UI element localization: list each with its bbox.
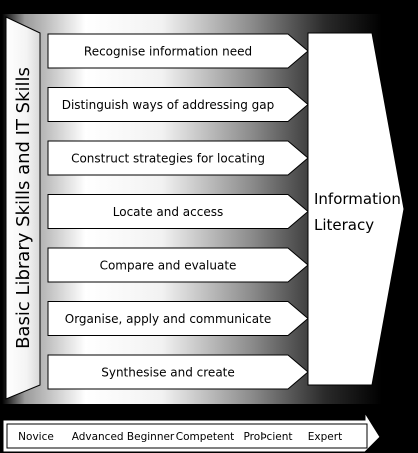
skills-pillar: Basic Library Skills and IT Skills [5,16,41,400]
pillar-shape [5,16,41,400]
pillar-step-shape [47,247,309,283]
scale-box [6,423,368,449]
result-chevron [307,32,405,386]
pillar-step: Distinguish ways of addressing gap [47,87,309,122]
pillar-step-shape [47,194,309,229]
pillar-step-label: Compare and evaluate [100,259,237,273]
pillar-step-label: Construct strategies for locating [71,152,265,166]
pillar-step-label: Recognise information need [84,45,252,59]
pillar-step-shape [47,140,309,176]
pillar-step: Construct strategies for locating [47,140,309,176]
result-label-line-1: Information [314,190,401,208]
pillar-step: Compare and evaluate [47,247,309,283]
scale-level-label: Advanced Beginner [72,431,175,443]
pillar-step: Locate and access [47,194,309,229]
pillar-step-shape [47,33,309,69]
pillar-step-label: Distinguish ways of addressing gap [62,98,275,112]
scale-level-label: ProÞcient [244,431,293,443]
pillar-step-label: Locate and access [113,205,224,219]
pillar-step: Recognise information need [47,33,309,69]
pillar-label: Basic Library Skills and IT Skills [13,67,34,349]
pillar-step-shape [47,87,309,122]
pillar-step: Synthesise and create [47,354,309,390]
pillar-step-shape [47,354,309,390]
scale-level-label: Competent [176,431,234,443]
pillar-step-label: Synthesise and create [101,366,235,380]
pillar-step: Organise, apply and communicate [47,301,309,336]
scale-level-label: Expert [308,431,342,443]
information-literacy-block: Information Literacy [307,32,405,386]
pillar-step-shape [47,301,309,336]
result-label-line-2: Literacy [314,216,374,234]
pillar-step-label: Organise, apply and communicate [65,312,271,326]
scale-level-label: Novice [18,431,54,443]
